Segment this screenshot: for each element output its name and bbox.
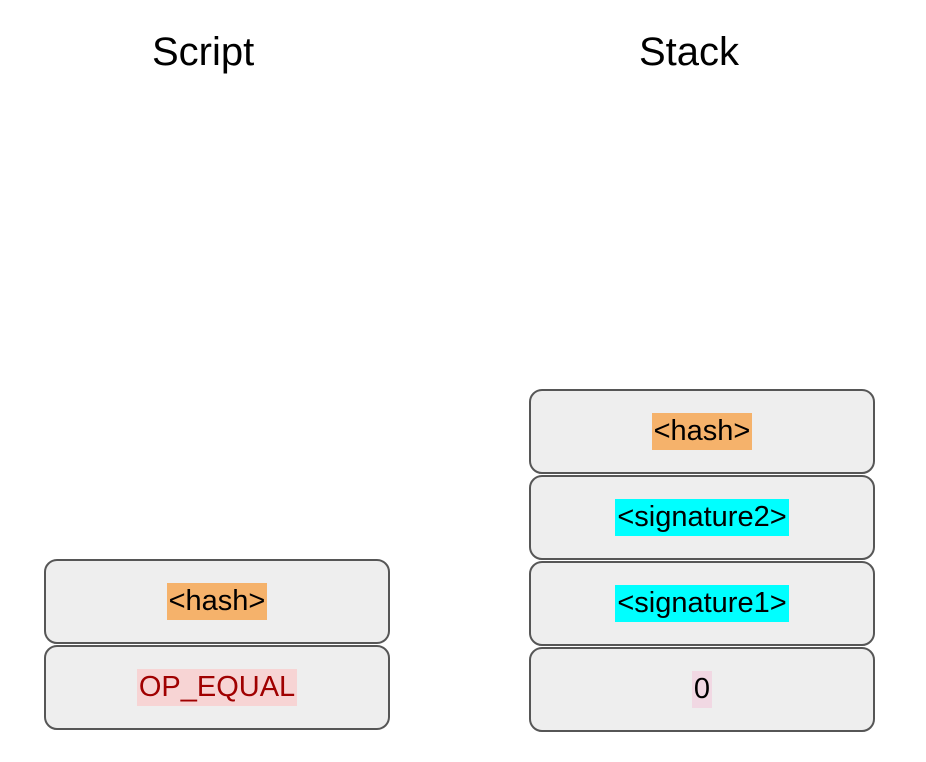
stack-cell-signature2: <signature2>	[529, 475, 875, 560]
stack-cell-zero: 0	[529, 647, 875, 732]
stack-cell-signature1-label: <signature1>	[615, 584, 789, 623]
stack-cell-signature1: <signature1>	[529, 561, 875, 646]
stack-column-title: Stack	[639, 30, 740, 74]
stack-cell-hash-label: <hash>	[651, 412, 753, 451]
stack-column: <hash> <signature2> <signature1> 0	[529, 389, 875, 732]
stack-cell-signature2-label: <signature2>	[615, 498, 789, 537]
stack-cell-zero-label: 0	[691, 670, 713, 709]
script-cell-hash: <hash>	[44, 559, 390, 644]
stack-cell-hash: <hash>	[529, 389, 875, 474]
script-cell-op-equal: OP_EQUAL	[44, 645, 390, 730]
script-cell-hash-label: <hash>	[166, 582, 268, 621]
script-column-title: Script	[152, 30, 255, 74]
script-column: <hash> OP_EQUAL	[44, 559, 390, 730]
script-cell-op-equal-label: OP_EQUAL	[136, 668, 298, 707]
